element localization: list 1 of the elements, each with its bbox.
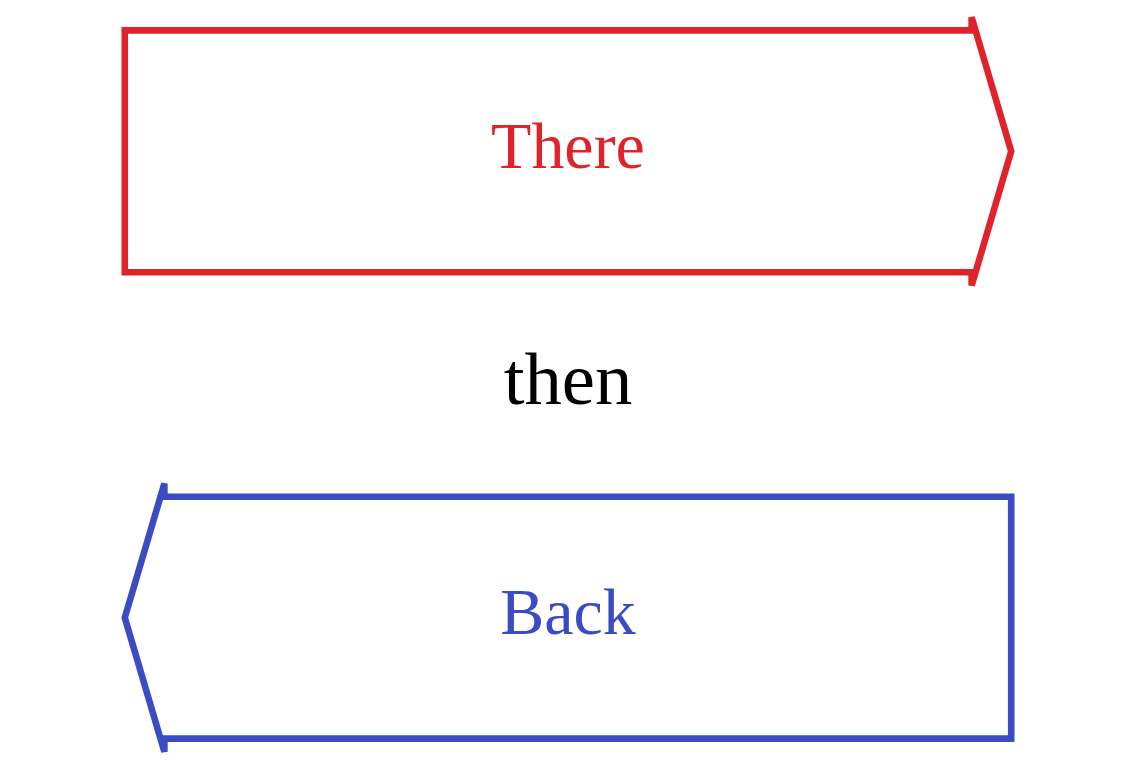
label: then xyxy=(503,336,633,420)
